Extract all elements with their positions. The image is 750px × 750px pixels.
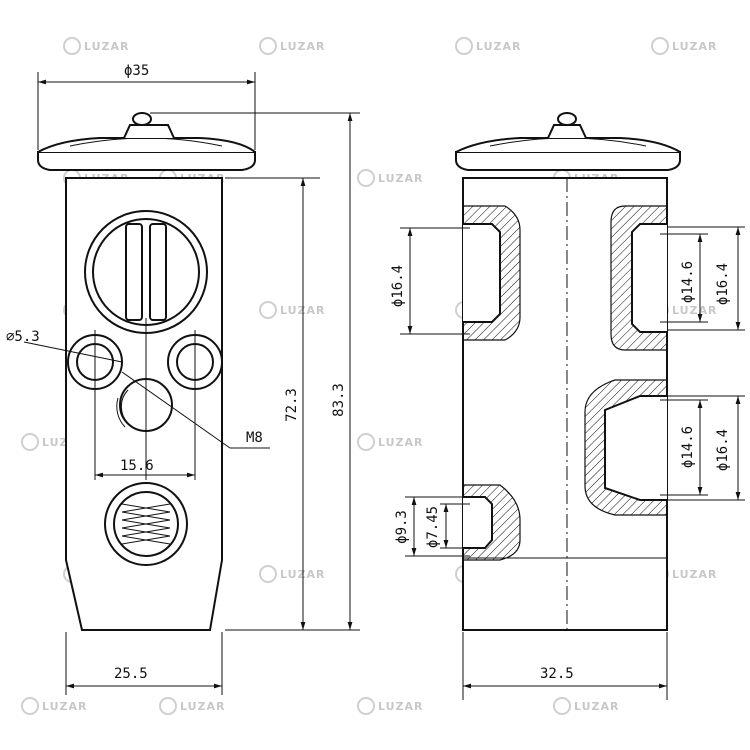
dim-right-lower-inner: ϕ14.6 [680,426,696,468]
watermark: LUZAR [357,697,424,715]
dim-side-width: 32.5 [540,666,574,682]
dim-top-diameter: ϕ35 [124,63,149,79]
watermark: LUZAR [357,169,424,187]
dim-thread: M8 [246,430,263,446]
side-port-right-lower [584,379,668,516]
dim-right-upper-inner: ϕ14.6 [680,261,696,303]
watermark: LUZAR [259,37,326,55]
svg-text:LUZAR: LUZAR [378,700,424,713]
side-port-right-upper [610,205,668,351]
svg-text:LUZAR: LUZAR [672,568,718,581]
side-port-left-upper [462,205,521,341]
svg-text:LUZAR: LUZAR [574,700,620,713]
dim-left-lower-inner: ϕ7.45 [425,506,441,548]
dim-right-upper-outer: ϕ16.4 [715,263,731,305]
watermark: LUZAR [455,37,522,55]
watermark: LUZAR [357,433,424,451]
front-dimensions: ϕ35 ⌀5.3 M8 15.6 72.3 83.3 25.5 [6,63,360,695]
watermark: LUZAR [651,37,718,55]
svg-text:LUZAR: LUZAR [378,436,424,449]
svg-text:LUZAR: LUZAR [42,700,88,713]
watermark: LUZAR [21,697,88,715]
dim-hole-diameter: ⌀5.3 [6,329,40,345]
svg-text:LUZAR: LUZAR [84,40,130,53]
front-adjust-knob [84,210,208,334]
side-view [455,112,681,632]
side-cap [455,112,681,171]
watermark: LUZAR [553,697,620,715]
dim-front-width: 25.5 [114,666,148,682]
svg-text:LUZAR: LUZAR [476,40,522,53]
dim-left-port-upper: ϕ16.4 [390,265,406,307]
side-dimensions: ϕ16.4 ϕ14.6 ϕ16.4 ϕ14.6 ϕ16.4 ϕ9.3 ϕ7.45… [390,226,745,700]
svg-text:LUZAR: LUZAR [672,40,718,53]
dim-total-height: 83.3 [331,383,347,417]
svg-text:LUZAR: LUZAR [180,700,226,713]
watermark: LUZAR [63,37,130,55]
front-view [23,112,270,631]
front-spring [104,482,188,566]
dim-center-distance: 15.6 [120,458,154,474]
dim-right-lower-outer: ϕ16.4 [715,429,731,471]
dim-left-lower-outer: ϕ9.3 [394,510,410,544]
watermark: LUZAR [259,301,325,319]
watermark: LUZAR [159,697,226,715]
dim-body-height: 72.3 [284,388,300,422]
side-port-left-lower [462,484,521,561]
watermark: LUZAR [259,565,325,583]
svg-text:LUZAR: LUZAR [378,172,424,185]
svg-text:LUZAR: LUZAR [280,40,326,53]
svg-text:LUZAR: LUZAR [672,304,718,317]
front-cap [37,112,256,171]
